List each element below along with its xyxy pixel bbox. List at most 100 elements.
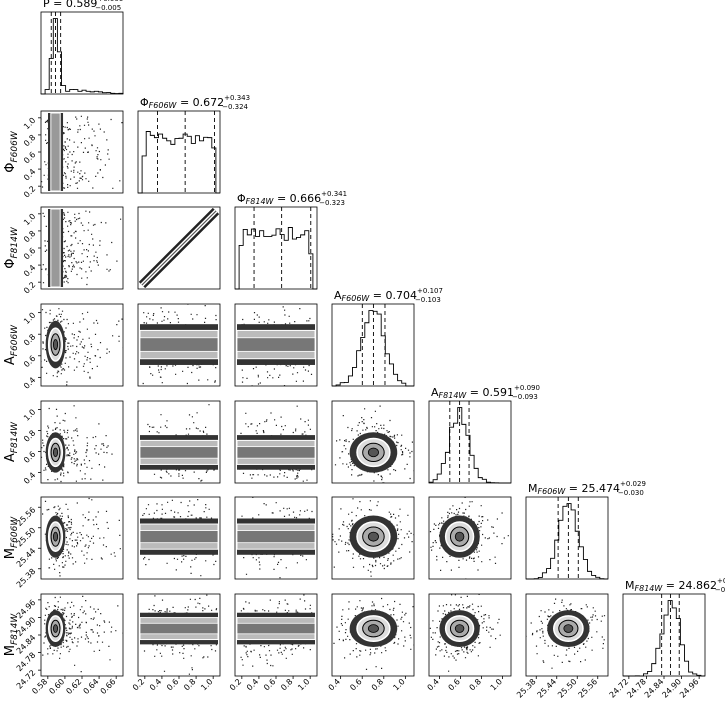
title-value: 0.672	[193, 96, 225, 109]
histogram-steps	[332, 310, 414, 387]
title-minus: −0.030	[618, 489, 644, 497]
title-symbol: Φ	[237, 192, 246, 205]
y-tick-label: 0.8	[22, 133, 37, 148]
panel-frame	[331, 496, 415, 580]
scatter-points	[139, 594, 219, 675]
x-tick-label: 0.6	[447, 677, 462, 692]
scatter-points	[526, 598, 606, 669]
x-tick-label: 0.4	[327, 677, 342, 692]
hist-title: AF814W = 0.591+0.090−0.093	[431, 384, 540, 401]
scatter-points	[139, 499, 219, 577]
title-value: 24.862	[679, 579, 718, 592]
scatter-panel-PhiF814W-vs-MF814W	[234, 593, 318, 677]
x-tick-label: 0.60	[47, 677, 66, 696]
x-tick-label: 0.64	[82, 677, 101, 696]
y-tick-label: 0.6	[22, 354, 37, 369]
scatter-points	[236, 306, 316, 386]
histogram-steps	[138, 131, 220, 194]
title-minus: −0.103	[415, 296, 441, 304]
scatter-panel-PhiF814W-vs-AF606W	[234, 303, 318, 387]
scatter-panel-PhiF814W-vs-AF814W	[234, 400, 318, 484]
title-eq: =	[565, 482, 581, 495]
title-symbol: A	[431, 386, 439, 399]
scatter-panel-PhiF606W-vs-PhiF814W	[137, 206, 221, 290]
x-tick-label: 0.6	[262, 677, 277, 692]
panel-frame	[331, 400, 415, 484]
x-tick-label: 0.8	[370, 677, 385, 692]
title-value: 0.704	[386, 289, 418, 302]
scatter-points	[236, 594, 316, 667]
scatter-points	[41, 405, 113, 483]
histogram-steps	[428, 407, 511, 484]
x-tick-label: 0.6	[165, 677, 180, 692]
x-tick-label: 24.96	[678, 677, 701, 700]
scatter-points	[429, 594, 501, 672]
scatter-panel-PhiF606W-vs-AF606W	[137, 303, 221, 387]
histogram-steps	[40, 18, 124, 95]
title-eq: =	[273, 192, 289, 205]
title-eq: =	[662, 579, 678, 592]
title-sub: F606W	[149, 101, 178, 110]
panel-frame	[331, 593, 415, 677]
y-axis-label: AF606W	[3, 324, 20, 365]
hist-title: MF814W = 24.862+0.030−0.030	[625, 577, 725, 594]
histogram-steps	[526, 503, 608, 580]
title-minus: −0.093	[512, 393, 538, 401]
title-eq: =	[176, 96, 192, 109]
scatter-panel-AF606W-vs-MF606W	[331, 496, 415, 580]
panel-frame	[234, 400, 318, 484]
scatter-points	[42, 497, 121, 577]
scatter-points	[139, 304, 219, 386]
x-tick-label: 0.62	[64, 677, 83, 696]
y-tick-label: 1.0	[22, 212, 37, 227]
x-tick-label: 25.50	[556, 677, 579, 700]
y-tick-label: 0.4	[22, 471, 37, 486]
y-tick-label: 0.4	[22, 263, 37, 278]
scatter-points	[41, 208, 123, 288]
title-minus: −0.030	[715, 586, 725, 594]
x-tick-label: 0.6	[348, 677, 363, 692]
panel-frame	[428, 496, 512, 580]
scatter-panel-P-vs-MF606W	[40, 496, 124, 580]
histogram-panel-PhiF814W: ΦF814W = 0.666+0.341−0.323	[234, 190, 347, 290]
title-eq: =	[466, 386, 482, 399]
histogram-panel-PhiF606W: ΦF606W = 0.672+0.343−0.324	[137, 94, 250, 194]
title-eq: =	[369, 289, 385, 302]
panel-frame	[40, 400, 124, 484]
y-tick-label: 25.38	[15, 567, 38, 590]
title-symbol: A	[334, 289, 342, 302]
x-tick-label: 1.0	[489, 677, 504, 692]
scatter-panel-P-vs-PhiF606W	[40, 110, 124, 194]
hist-frame	[40, 11, 124, 95]
x-tick-label: 0.4	[426, 677, 441, 692]
scatter-panel-AF814W-vs-MF814W	[428, 593, 512, 677]
title-minus: −0.323	[319, 199, 345, 207]
y-tick-label: 1.0	[22, 311, 37, 326]
hist-frame	[331, 303, 415, 387]
scatter-panel-PhiF814W-vs-MF606W	[234, 496, 318, 580]
y-tick-label: 0.8	[22, 332, 37, 347]
title-sub: F606W	[538, 487, 567, 496]
title-value: 0.666	[290, 192, 322, 205]
y-tick-label: 1.0	[22, 407, 37, 422]
y-tick-label: 0.2	[22, 280, 37, 295]
y-tick-label: 0.8	[22, 428, 37, 443]
scatter-points	[332, 498, 414, 577]
y-axis-label: MF814W	[3, 613, 20, 657]
panel-frame	[137, 496, 221, 580]
title-symbol: M	[625, 579, 635, 592]
title-eq: =	[50, 0, 66, 10]
hist-title: ΦF814W = 0.666+0.341−0.323	[237, 190, 347, 207]
scatter-panel-PhiF606W-vs-MF814W	[137, 593, 221, 677]
panel-frame	[525, 593, 609, 677]
scatter-points	[429, 497, 509, 579]
histogram-panel-MF814W: MF814W = 24.862+0.030−0.030	[622, 577, 725, 677]
